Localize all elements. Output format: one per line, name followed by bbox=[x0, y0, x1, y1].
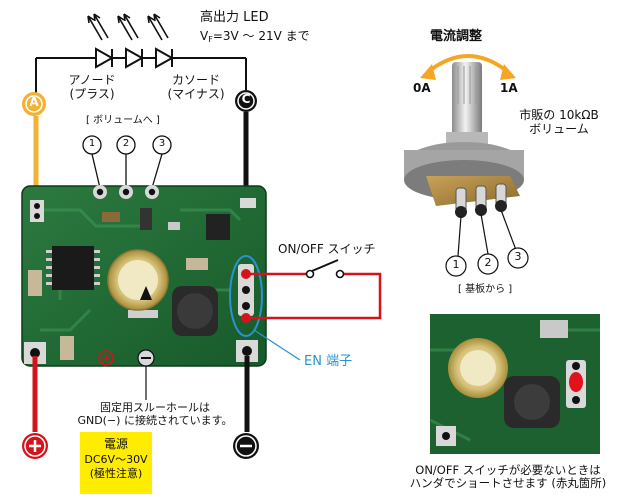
rotation-arrow-icon bbox=[426, 54, 510, 74]
mount-note-line-2: GND(−) に接続されています。 bbox=[77, 413, 233, 427]
pot-from-board: [ 基板から ] bbox=[458, 284, 513, 295]
led-3-icon bbox=[155, 47, 175, 69]
plus-silkscreen-icon bbox=[98, 350, 114, 366]
volume-pin-3: 3 bbox=[158, 138, 166, 149]
pot-min-label: 0A bbox=[413, 81, 431, 95]
led-vf-range: VF=3V 〜 21V まで bbox=[200, 29, 310, 44]
light-emission-icon bbox=[87, 13, 169, 41]
led-string bbox=[36, 13, 246, 69]
cathode-polarity: (マイナス) bbox=[167, 86, 225, 101]
switch-wire bbox=[241, 259, 382, 323]
volume-pin-1: 1 bbox=[88, 138, 96, 149]
volume-pin-2: 2 bbox=[122, 138, 130, 149]
switch-icon bbox=[305, 259, 345, 279]
volume-pin-leaders bbox=[82, 135, 172, 189]
anode-wire bbox=[22, 58, 46, 196]
power-range: DC6V〜30V bbox=[84, 452, 148, 466]
switch-label: ON/OFF スイッチ bbox=[278, 242, 376, 256]
closeup-board-photo bbox=[429, 314, 600, 454]
en-terminal-label: EN 端子 bbox=[304, 354, 353, 369]
power-minus-wire bbox=[233, 356, 259, 459]
vf-symbol: V bbox=[200, 29, 209, 43]
short-solder-point-icon bbox=[569, 372, 583, 392]
pot-pin-1: 1 bbox=[452, 258, 460, 271]
power-polarity: (極性注意) bbox=[89, 466, 143, 480]
pot-pin-3: 3 bbox=[514, 250, 522, 263]
led-2-icon bbox=[125, 47, 145, 69]
pot-desc-line-2: ボリューム bbox=[529, 121, 589, 136]
anode-label: アノード (プラス) bbox=[52, 73, 132, 102]
power-spec: 電源 DC6V〜30V (極性注意) bbox=[80, 437, 152, 481]
anode-polarity: (プラス) bbox=[69, 86, 115, 101]
led-1-icon bbox=[95, 47, 115, 69]
power-plus-wire bbox=[22, 356, 48, 459]
pot-pin-2: 2 bbox=[484, 256, 492, 269]
mount-note-line-1: 固定用スルーホールは bbox=[100, 401, 210, 414]
volume-pin-caption: [ ボリュームへ ] bbox=[86, 115, 160, 126]
volume-pads bbox=[93, 185, 159, 199]
en-terminal-highlight bbox=[229, 255, 301, 361]
footer-note-line-2: ハンダでショートさせます (赤丸箇所) bbox=[409, 476, 607, 491]
power-title: 電源 bbox=[103, 437, 128, 451]
pot-description: 市販の 10kΩB ボリューム bbox=[494, 108, 624, 137]
cathode-name: カソード bbox=[171, 73, 220, 87]
pot-max-label: 1A bbox=[500, 81, 518, 95]
footer-note: ON/OFF スイッチが必要ないときは ハンダでショートさせます (赤丸箇所) bbox=[380, 463, 636, 491]
cathode-letter: C bbox=[241, 92, 251, 106]
power-spec-box bbox=[80, 432, 152, 494]
led-title: 高出力 LED bbox=[200, 10, 269, 25]
footer-note-line-1: ON/OFF スイッチが必要ないときは bbox=[415, 463, 601, 477]
anode-name: アノード bbox=[68, 73, 116, 87]
cathode-label: カソード (マイナス) bbox=[152, 73, 240, 102]
vf-range-text: =3V 〜 21V まで bbox=[212, 29, 310, 43]
pot-desc-line-1: 市販の 10kΩB bbox=[519, 108, 599, 122]
pot-title: 電流調整 bbox=[430, 29, 483, 44]
mount-hole-note: 固定用スルーホールは GND(−) に接続されています。 bbox=[70, 401, 240, 427]
driver-board bbox=[21, 185, 267, 367]
vf-subscript: F bbox=[208, 35, 213, 44]
anode-letter: A bbox=[29, 95, 39, 109]
potentiometer-illustration bbox=[404, 54, 529, 277]
